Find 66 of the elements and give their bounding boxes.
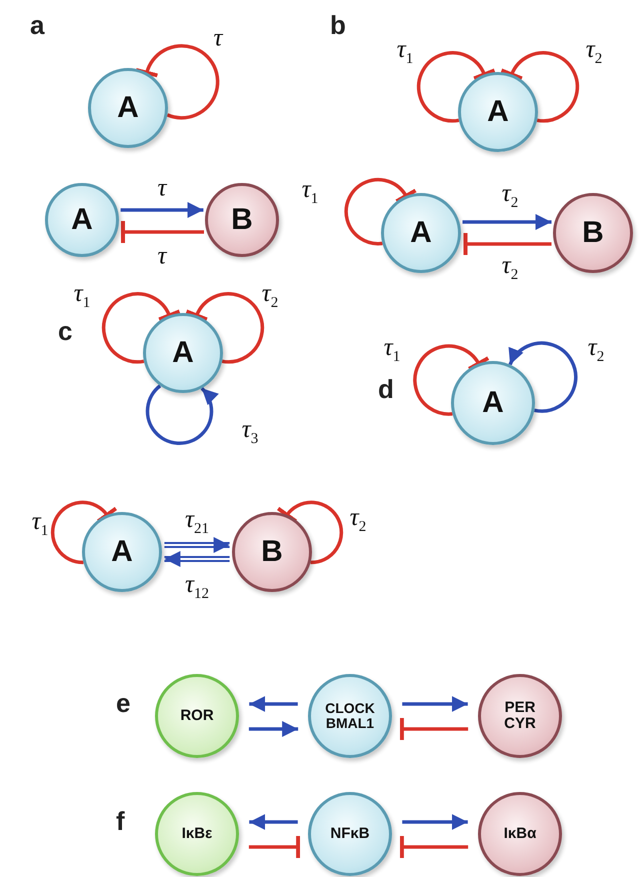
node-circle xyxy=(458,72,538,152)
arrow xyxy=(164,537,230,553)
panel-letter: f xyxy=(116,808,125,834)
node-label: ROR xyxy=(180,708,214,724)
node-circle xyxy=(143,313,223,393)
node-circle xyxy=(232,512,312,592)
node-circle xyxy=(88,68,168,148)
feedback-loop xyxy=(413,344,489,416)
node-circle xyxy=(82,512,162,592)
node-label: IκBα xyxy=(504,826,536,842)
node-label: B xyxy=(261,536,283,568)
feedback-loop xyxy=(146,384,218,445)
node-label: CLOCK BMAL1 xyxy=(324,701,376,731)
panel-letter: c xyxy=(58,318,72,344)
edge-label: τ$_{1}$ xyxy=(396,37,414,67)
edge-label: τ$_{2}$ xyxy=(588,335,604,365)
node-label: A xyxy=(487,96,509,128)
node-label: B xyxy=(231,204,253,236)
panel-letter: e xyxy=(116,690,130,716)
feedback-loop xyxy=(50,500,117,564)
panel-letter: a xyxy=(30,12,44,38)
node-circle xyxy=(381,193,461,273)
feedback-loop xyxy=(416,51,496,123)
edge-label: τ$_{2}$ xyxy=(262,281,278,311)
edge-label: τ$_{2}$ xyxy=(502,253,518,283)
edge-label: τ$_{2}$ xyxy=(350,505,366,535)
edge-label: τ xyxy=(214,26,222,50)
feedback-loop xyxy=(102,292,180,364)
node-label: A xyxy=(172,337,194,369)
edge-label: τ$_{2}$ xyxy=(586,37,602,67)
feedback-loop xyxy=(500,51,580,123)
edge-label: τ xyxy=(158,176,166,200)
node-label: A xyxy=(71,204,93,236)
feedback-loop xyxy=(277,500,344,564)
feedback-loop xyxy=(344,178,416,246)
arrow xyxy=(249,696,298,712)
panel-letter: b xyxy=(330,12,346,38)
edge-label: τ$_{1}$ xyxy=(302,177,318,207)
arrow xyxy=(120,202,204,218)
feedback-loop xyxy=(136,44,220,120)
edge-label: τ xyxy=(158,244,166,268)
edge-label: τ$_{2}$ xyxy=(502,181,518,211)
feedback-loop xyxy=(508,341,578,413)
arrow xyxy=(164,551,230,567)
arrow xyxy=(462,214,552,230)
feedback-loop xyxy=(186,292,264,364)
edge-label: τ$_{1}$ xyxy=(32,509,48,539)
node-label: A xyxy=(410,217,432,249)
edge-label: τ$_{3}$ xyxy=(242,417,258,447)
arrow xyxy=(249,814,298,830)
edge-label: τ$_{1}$ xyxy=(74,281,90,311)
node-label: B xyxy=(582,217,604,249)
arrow xyxy=(248,721,298,737)
node-label: A xyxy=(482,387,504,419)
edge-label: τ$_{12}$ xyxy=(185,572,209,602)
arrow xyxy=(402,696,468,712)
panel-letter: d xyxy=(378,376,394,402)
node-label: PER CYR xyxy=(503,700,537,732)
edge-label: τ$_{21}$ xyxy=(185,507,209,537)
node-label: NFκB xyxy=(330,826,370,842)
node-label: A xyxy=(117,92,139,124)
edge-label: τ$_{1}$ xyxy=(384,335,400,365)
node-circle xyxy=(451,361,535,445)
arrow xyxy=(402,814,468,830)
node-label: IκBε xyxy=(182,826,212,842)
node-label: A xyxy=(111,536,133,568)
